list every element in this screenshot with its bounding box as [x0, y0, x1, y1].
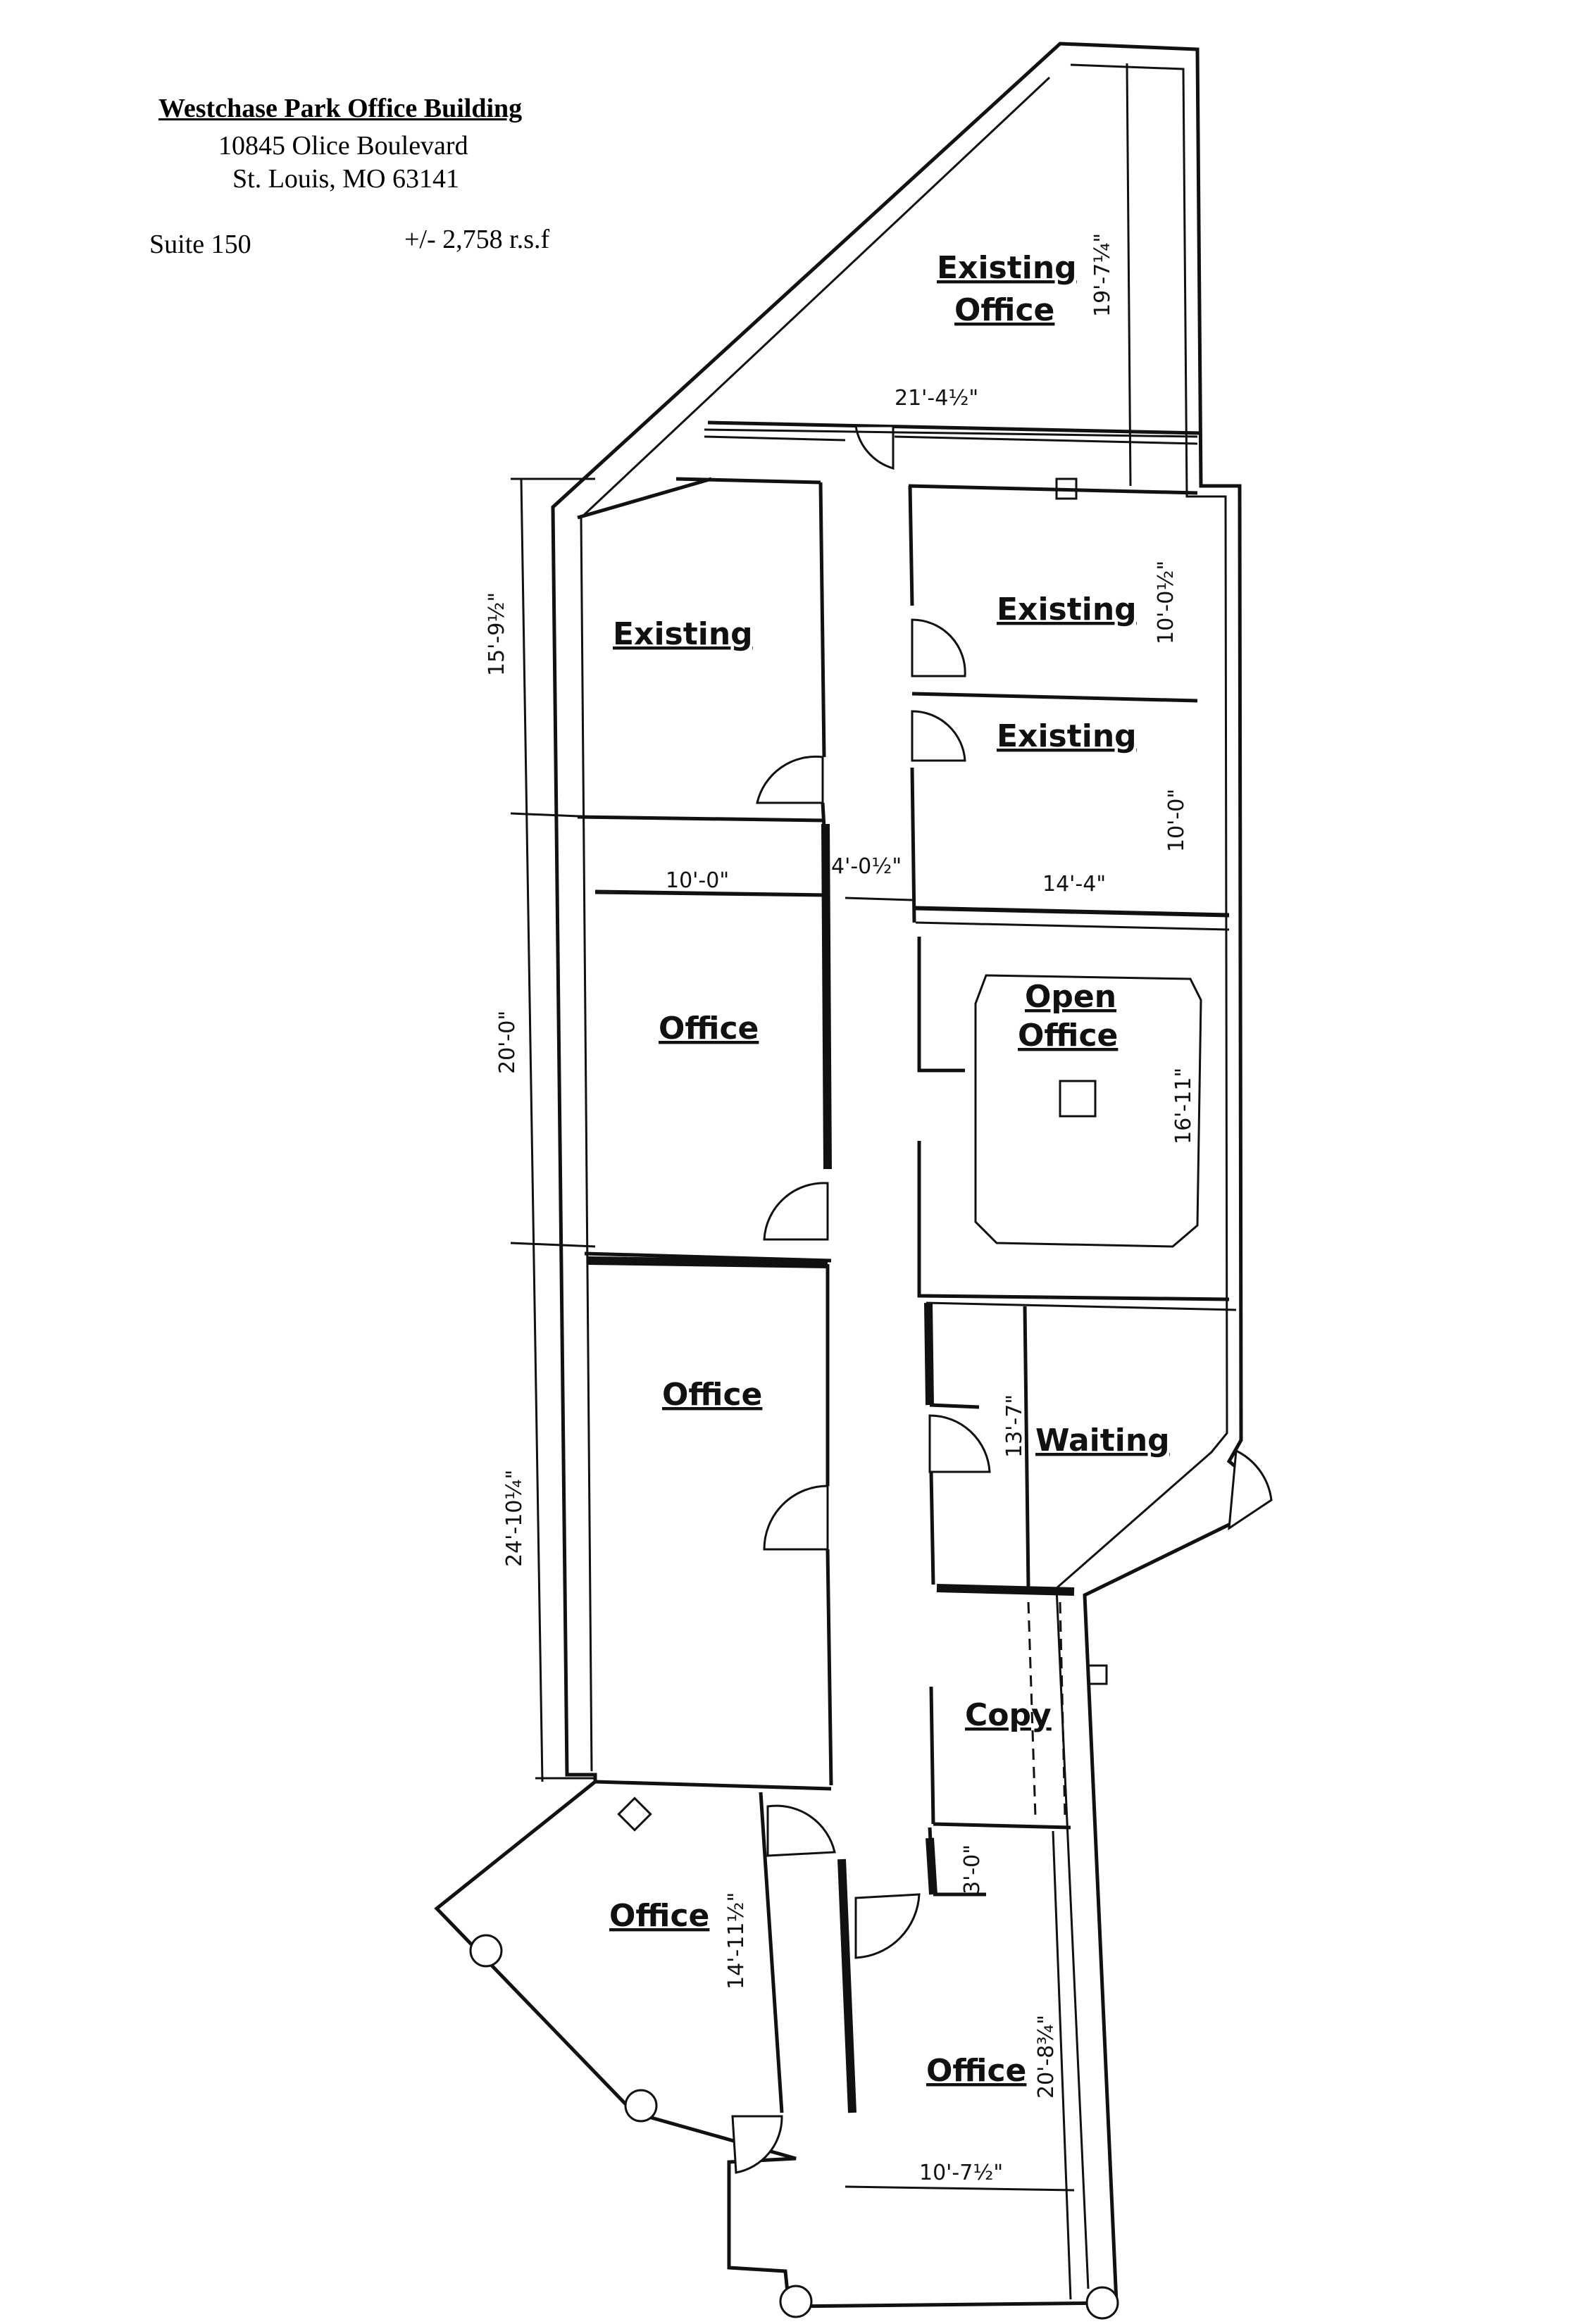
office-2-label: Office — [662, 1377, 762, 1413]
dim-office-4-width: 10'-7½" — [919, 2161, 1003, 2185]
dim-left-top-height: 15'-9½" — [485, 592, 509, 676]
existing-office-label-2: Office — [954, 292, 1054, 328]
office-3-room — [469, 1792, 856, 2174]
office-3-label: Office — [609, 1898, 709, 1934]
existing-right-mid-label: Existing — [997, 718, 1137, 754]
existing-right-top-label: Existing — [997, 592, 1137, 627]
suite-label: Suite 150 — [149, 230, 251, 259]
office-1-label: Office — [659, 1011, 759, 1047]
open-office-label-2: Office — [1018, 1018, 1118, 1054]
exterior-walls — [434, 42, 1271, 2309]
title-block: Westchase Park Office Building 10845 Oli… — [0, 0, 704, 296]
dim-left-bottom-height: 24'-10¼" — [502, 1470, 527, 1567]
existing-left-label: Existing — [613, 616, 753, 652]
existing-rooms-right — [908, 484, 1230, 931]
dim-waiting-height: 13'-7" — [1002, 1394, 1027, 1458]
address-line-1: 10845 Olice Boulevard — [218, 131, 468, 161]
dim-left-mid-height: 20'-0" — [495, 1011, 520, 1074]
dim-existing-office-height: 19'-7¼" — [1090, 233, 1115, 317]
dimension-lines — [510, 428, 1230, 2192]
dim-office-4-height: 20'-8¾" — [1034, 2015, 1059, 2099]
dim-office-3-height: 14'-11½" — [724, 1892, 749, 1989]
address-line-2: St. Louis, MO 63141 — [232, 164, 459, 194]
office-4-label: Office — [926, 2053, 1026, 2089]
office-2-room — [587, 1256, 833, 1791]
dim-existing-right-mid-height: 10'-0" — [1164, 789, 1189, 852]
waiting-room — [924, 1301, 1273, 1589]
waiting-label: Waiting — [1035, 1423, 1170, 1458]
office-4-room — [779, 1827, 1119, 2320]
dim-open-office-height: 16'-11" — [1171, 1068, 1196, 1144]
office-1-room — [584, 823, 832, 1263]
dim-copy-depth: 3'-0" — [960, 1844, 985, 1894]
existing-room-left — [577, 477, 826, 828]
dim-existing-right-top-height: 10'-0½" — [1154, 561, 1178, 644]
open-office-label-1: Open — [1025, 979, 1116, 1015]
existing-office-label-1: Existing — [937, 250, 1077, 286]
copy-label: Copy — [965, 1697, 1052, 1733]
copy-room — [929, 1584, 1108, 1830]
area-label: +/- 2,758 r.s.f — [404, 225, 550, 254]
building-name: Westchase Park Office Building — [158, 94, 523, 123]
dim-corridor-width: 4'-0½" — [831, 854, 902, 879]
dim-right-width: 14'-4" — [1042, 872, 1106, 897]
open-office-room — [917, 937, 1230, 1301]
dim-top-width: 21'-4½" — [895, 386, 978, 411]
dim-office-1-width: 10'-0" — [666, 868, 729, 893]
